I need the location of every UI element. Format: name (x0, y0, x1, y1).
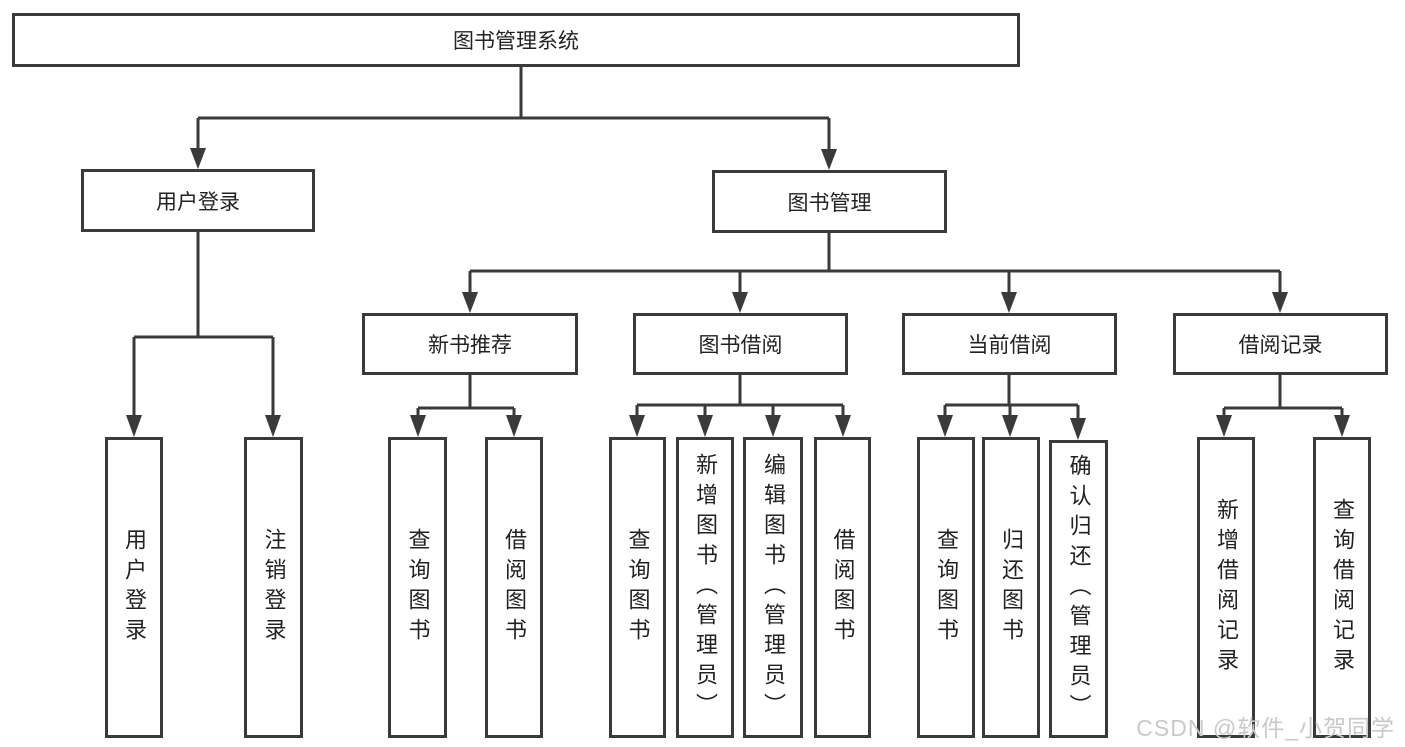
node-new-book-recommend: 新书推荐 (362, 313, 578, 375)
node-current-borrow: 当前借阅 (902, 313, 1117, 375)
leaf-user-login: 用户登录 (105, 437, 163, 738)
csdn-watermark: CSDN @软件_小贺同学 (1136, 715, 1395, 741)
node-book-borrow: 图书借阅 (633, 313, 848, 375)
leaf-br-query-borrow-record: 查询借阅记录 (1313, 437, 1371, 738)
leaf-nbr-query-books: 查询图书 (388, 437, 447, 738)
node-user-login: 用户登录 (81, 169, 315, 232)
arrowhead-icons (126, 148, 1350, 440)
node-book-management: 图书管理 (712, 170, 947, 233)
leaf-br-add-borrow-record: 新增借阅记录 (1197, 437, 1255, 738)
node-borrow-records: 借阅记录 (1173, 313, 1388, 375)
leaf-nbr-borrow-books: 借阅图书 (485, 437, 543, 738)
leaf-bb-borrow-books: 借阅图书 (814, 437, 871, 738)
leaf-cb-query-books: 查询图书 (917, 437, 975, 738)
leaf-bb-add-books-admin: 新增图书（管理员） (676, 437, 734, 738)
leaf-logout: 注销登录 (244, 437, 303, 738)
leaf-cb-confirm-return-admin: 确认归还（管理员） (1049, 440, 1108, 738)
leaf-bb-query-books: 查询图书 (609, 437, 666, 738)
leaf-cb-return-books: 归还图书 (982, 437, 1040, 738)
node-root-library-management-system: 图书管理系统 (12, 13, 1020, 67)
leaf-bb-edit-books-admin: 编辑图书（管理员） (743, 437, 803, 738)
